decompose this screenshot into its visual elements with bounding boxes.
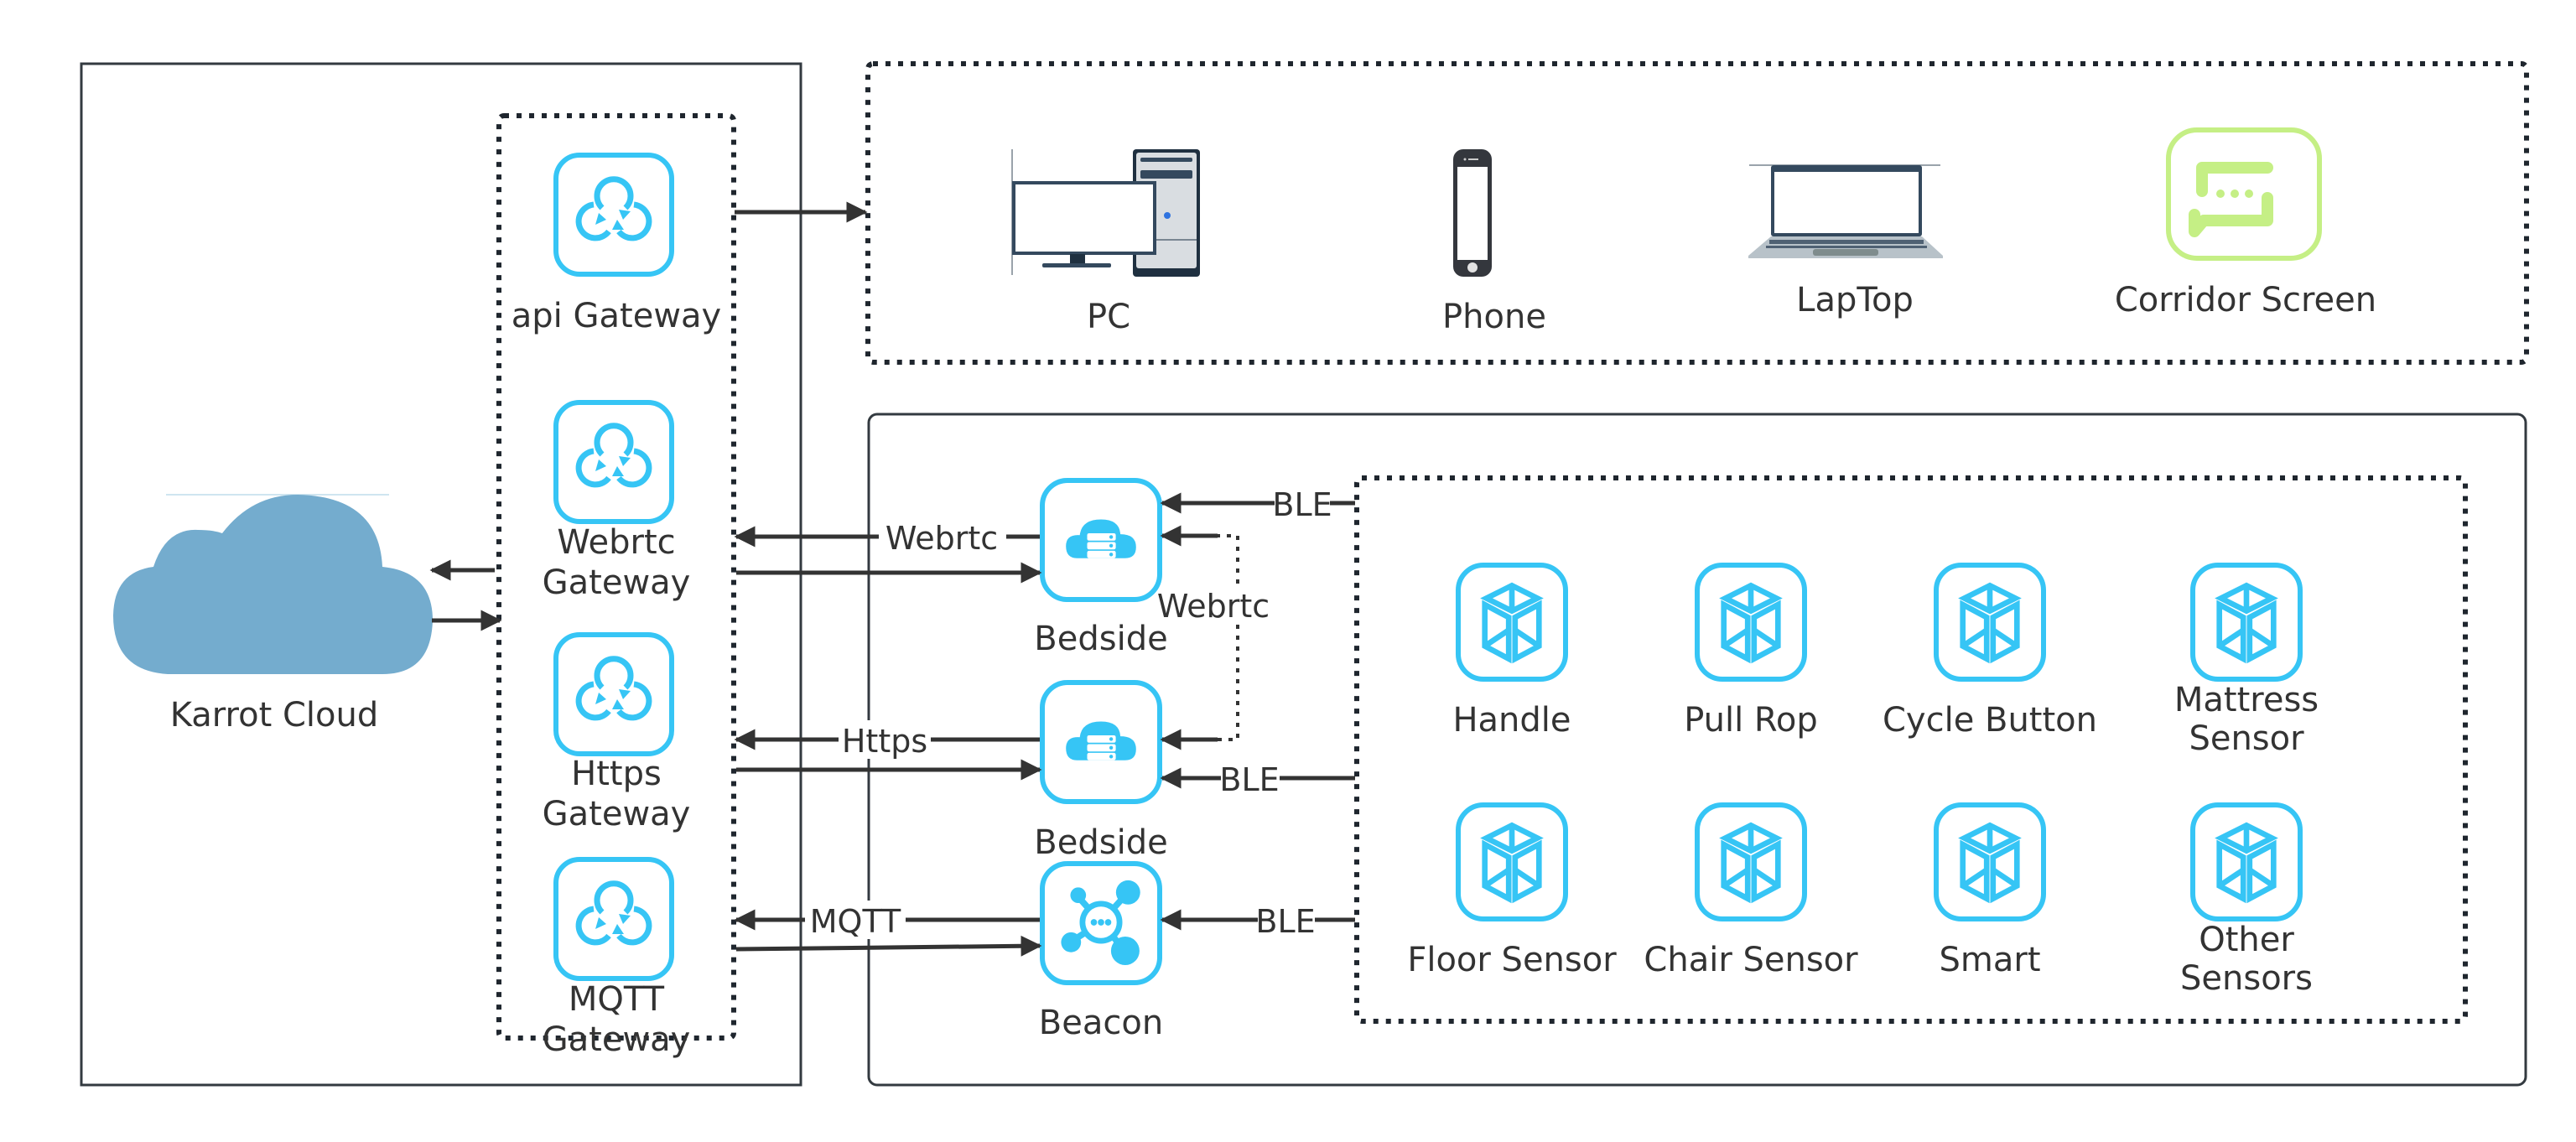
edge-ble-3: BLE [1160, 903, 1355, 940]
client-pc-label: PC [1087, 298, 1130, 336]
gateway-https-label-2: Gateway [543, 795, 691, 833]
karrot-cloud-node[interactable]: Karrot Cloud [113, 494, 433, 735]
sensor-cycle-button[interactable]: Cycle Button [1883, 563, 2097, 740]
sensor-label: Smart [1940, 941, 2041, 979]
sensor-label: Cycle Button [1883, 701, 2097, 740]
gateway-api-label: api Gateway [512, 297, 721, 335]
gateway-tile [553, 400, 674, 524]
edge-ble-3-label: BLE [1255, 903, 1315, 940]
gateway-webrtc-label: Webrtc [557, 523, 675, 562]
gateway-tile [553, 153, 674, 277]
edge-ble-1: BLE [1160, 486, 1355, 523]
sensor-label: Mattress [2174, 681, 2319, 719]
hub-bedside-2-label: Bedside [1034, 823, 1167, 862]
sensor-pull-rop[interactable]: Pull Rop [1684, 563, 1818, 740]
cloud-icon [113, 495, 433, 674]
edge-ble-2: BLE [1160, 761, 1355, 798]
sensor-tile [1695, 563, 1807, 682]
edge-ble-2-label: BLE [1219, 761, 1279, 798]
gateway-webrtc[interactable]: Webrtc Gateway [543, 400, 691, 602]
edge-mqtt-label: MQTT [810, 903, 901, 940]
client-phone[interactable]: Phone [1442, 149, 1546, 336]
gateway-webrtc-label-2: Gateway [543, 563, 691, 602]
client-corridor-screen-label: Corridor Screen [2115, 281, 2376, 319]
edge-mqtt: MQTT [734, 901, 1042, 957]
sensor-handle[interactable]: Handle [1452, 563, 1571, 740]
gateway-mqtt-label: MQTT [569, 980, 665, 1019]
sensor-chair-sensor[interactable]: Chair Sensor [1644, 802, 1858, 979]
sensor-tile [2190, 802, 2303, 921]
sensor-label: Floor Sensor [1407, 941, 1617, 979]
edge-https-label: Https [842, 723, 927, 760]
hub-bedside-1[interactable]: Bedside [1034, 478, 1168, 658]
sensor-tile [1695, 802, 1807, 921]
smartphone-icon [1453, 149, 1492, 277]
sensor-label: Chair Sensor [1644, 941, 1858, 979]
gateway-mqtt[interactable]: MQTT Gateway [543, 857, 691, 1059]
chat-screen-icon [2166, 127, 2322, 261]
edge-webrtc-label: Webrtc [886, 520, 998, 557]
edge-peer-webrtc: Webrtc [1157, 525, 1270, 750]
sensor-label: Sensor [2189, 719, 2304, 758]
edge-https: Https [734, 720, 1042, 781]
sensor-label: Sensors [2180, 959, 2313, 998]
gateway-tile [553, 857, 674, 981]
client-corridor-screen[interactable]: Corridor Screen [2115, 127, 2376, 319]
sensor-group-frame [1354, 475, 2468, 1024]
hub-bedside-1-label: Bedside [1034, 620, 1167, 658]
edge-peer-webrtc-label: Webrtc [1157, 588, 1270, 625]
clients-group-frame [865, 61, 2529, 365]
sensor-tile [1456, 802, 1568, 921]
gateway-https-label: Https [571, 755, 662, 793]
sensor-tile [1934, 563, 2046, 682]
sensor-tile [2190, 563, 2303, 682]
client-laptop[interactable]: LapTop [1748, 164, 1943, 319]
client-laptop-label: LapTop [1796, 281, 1914, 319]
sensor-tile [1934, 802, 2046, 921]
sensor-tile [1456, 563, 1568, 682]
gateway-tile [553, 632, 674, 756]
client-phone-label: Phone [1442, 298, 1546, 336]
laptop-icon [1748, 164, 1943, 258]
hub-bedside-2[interactable]: Bedside [1034, 680, 1168, 862]
gateway-https[interactable]: Https Gateway [543, 632, 691, 833]
gateway-mqtt-label-2: Gateway [543, 1020, 691, 1059]
edge-webrtc: Webrtc [734, 517, 1042, 584]
edge-ble-1-label: BLE [1272, 486, 1332, 523]
hub-beacon-label: Beacon [1039, 1004, 1163, 1042]
sensor-floor-sensor[interactable]: Floor Sensor [1407, 802, 1617, 979]
sensor-label: Pull Rop [1684, 701, 1818, 740]
gateway-api[interactable]: api Gateway [512, 153, 721, 335]
client-pc[interactable]: PC [1011, 149, 1200, 336]
hub-beacon[interactable]: Beacon [1039, 861, 1163, 1042]
sensor-label: Other [2199, 921, 2294, 959]
sensor-label: Handle [1452, 701, 1571, 740]
cloud-label: Karrot Cloud [170, 696, 378, 735]
desktop-pc-icon [1011, 149, 1200, 277]
sensor-smart[interactable]: Smart [1934, 802, 2046, 979]
gateway-group-frame [496, 113, 736, 1041]
